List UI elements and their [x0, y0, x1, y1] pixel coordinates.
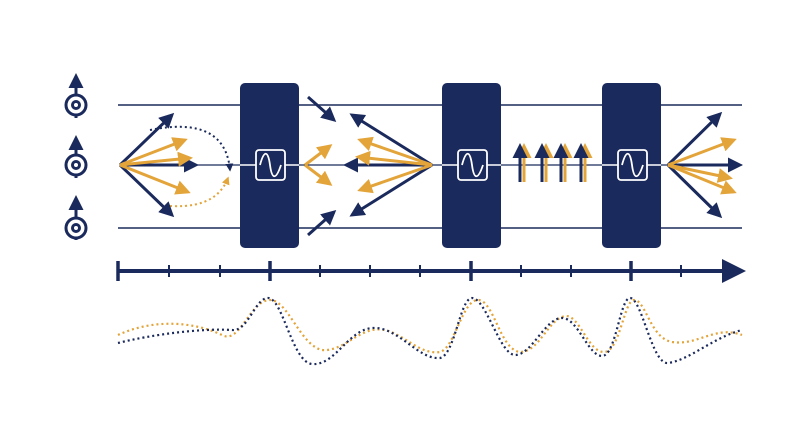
fan-arrows-diverging-1	[118, 112, 234, 218]
sine-wave-icon	[621, 152, 644, 178]
spin-up-circle-icon	[64, 195, 88, 240]
spin-symbols	[64, 73, 88, 240]
time-axis	[116, 259, 746, 283]
spin-up-circle-icon	[64, 135, 88, 178]
orange-chevron-arrows	[304, 144, 333, 186]
dotted-curve-arrow	[159, 176, 230, 208]
aligned-arrow	[512, 143, 532, 182]
orange-signal-trace	[117, 298, 743, 354]
navy-signal-trace	[117, 296, 743, 366]
sine-wave-icon	[461, 152, 484, 178]
pulse-block-2	[442, 83, 501, 248]
aligned-arrow	[553, 143, 573, 182]
aligned-arrow	[573, 143, 593, 182]
sine-wave-icon	[259, 152, 282, 178]
signal-traces	[117, 296, 743, 366]
aligned-arrows	[512, 143, 593, 182]
aligned-arrow	[534, 143, 554, 182]
arrow-right-icon	[722, 259, 746, 283]
fan-arrows-diverging-2	[666, 111, 743, 219]
pulse-block-1	[240, 83, 299, 248]
incoming-diagonal-arrows	[307, 95, 337, 237]
pulse-block-3	[602, 83, 661, 248]
spin-up-circle-icon	[64, 73, 88, 118]
fan-arrows-converging	[343, 113, 433, 217]
